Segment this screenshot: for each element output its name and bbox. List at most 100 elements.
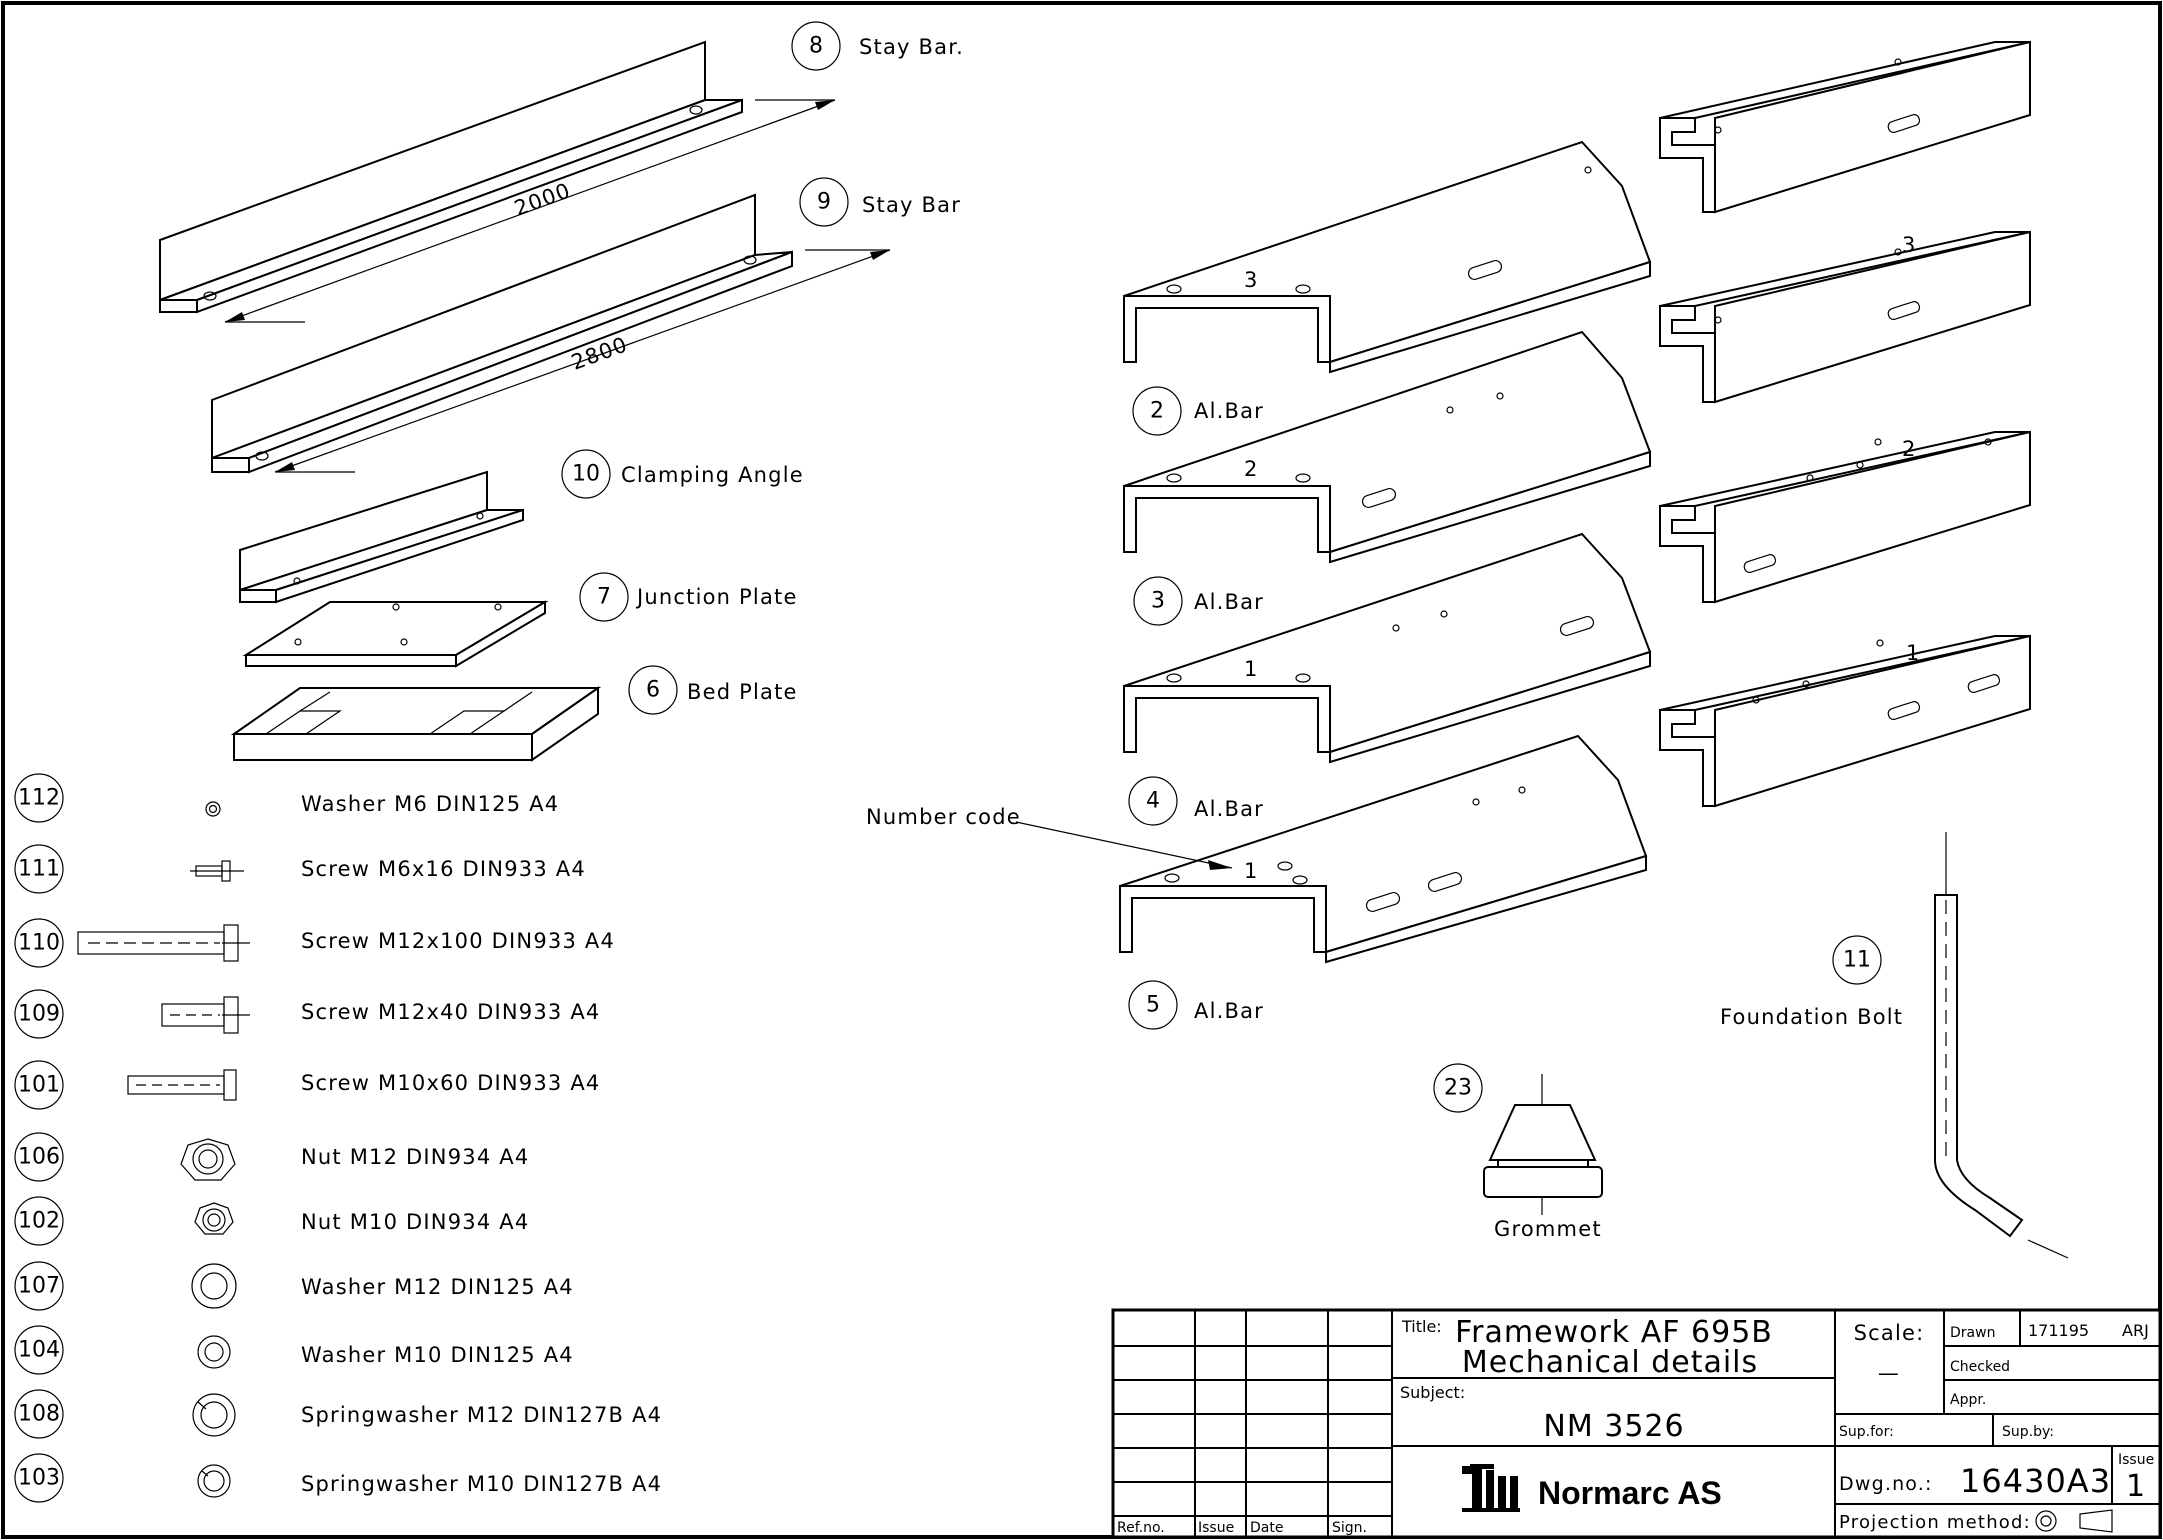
projection-label: Projection method: xyxy=(1839,1512,2031,1533)
junction-plate-label: Junction Plate xyxy=(635,585,798,609)
z-bar-4-drawing xyxy=(1659,634,2031,808)
title-line-2: Mechanical details xyxy=(1462,1345,1758,1380)
sign-col-label: Sign. xyxy=(1332,1520,1367,1536)
balloon-23 xyxy=(1433,1063,1483,1113)
part-label: Screw M6x16 DIN933 A4 xyxy=(301,857,586,881)
dwg-no-value: 16430A3 xyxy=(1960,1462,2111,1500)
springwasher-icon xyxy=(192,1393,236,1437)
scale-value: — xyxy=(1878,1361,1900,1385)
balloon-11 xyxy=(1832,935,1882,985)
sup-by-label: Sup.by: xyxy=(2002,1424,2054,1440)
checked-label: Checked xyxy=(1950,1359,2010,1375)
part-label: Screw M12x40 DIN933 A4 xyxy=(301,1000,600,1024)
drawn-label: Drawn xyxy=(1950,1325,1995,1341)
washer-small-icon xyxy=(205,801,221,817)
stay-bar-8 xyxy=(159,40,836,323)
issue-label: Issue xyxy=(2118,1452,2154,1468)
z-bar-code: 2 xyxy=(1902,437,1917,461)
al-bar-5-code: 1 xyxy=(1244,859,1259,883)
part-label: Screw M12x100 DIN933 A4 xyxy=(301,929,615,953)
part-number: 110 xyxy=(18,931,60,956)
title-label: Title: xyxy=(1401,1317,1442,1336)
part-label: Springwasher M12 DIN127B A4 xyxy=(301,1403,662,1427)
drawn-date: 171195 xyxy=(2028,1321,2089,1340)
subject-value: NM 3526 xyxy=(1543,1409,1684,1444)
al-bar-4-code: 1 xyxy=(1244,657,1259,681)
part-number: 108 xyxy=(18,1402,60,1427)
screw-medium-icon xyxy=(127,1069,237,1101)
washer-icon xyxy=(191,1263,237,1309)
z-bar-1-drawing xyxy=(1659,40,2031,214)
hex-nut-icon xyxy=(194,1202,234,1235)
balloon-9 xyxy=(799,177,849,227)
screw-small-icon xyxy=(190,860,244,882)
balloon-4-number: 4 xyxy=(1146,789,1160,814)
part-label: Nut M12 DIN934 A4 xyxy=(301,1145,529,1169)
part-label: Springwasher M10 DIN127B A4 xyxy=(301,1472,662,1496)
balloon-8 xyxy=(791,21,841,71)
normarc-logo-icon xyxy=(1462,1464,1520,1512)
company-name: Normarc AS xyxy=(1538,1475,1722,1511)
part-label: Nut M10 DIN934 A4 xyxy=(301,1210,529,1234)
ref-no-label: Ref.no. xyxy=(1117,1520,1165,1536)
al-bar-3-drawing xyxy=(1123,330,1652,564)
screw-medium-icon xyxy=(161,996,250,1034)
issue-value: 1 xyxy=(2126,1469,2146,1504)
al-bar-5-drawing xyxy=(1119,734,1648,964)
al-bar-2-label: Al.Bar xyxy=(1194,399,1264,423)
part-label: Washer M6 DIN125 A4 xyxy=(301,792,559,816)
foundation-bolt-drawing xyxy=(1934,832,2069,1259)
junction-plate-drawing xyxy=(242,600,549,668)
stay-bar-9-label: Stay Bar xyxy=(862,193,961,217)
clamping-angle-label: Clamping Angle xyxy=(621,463,804,487)
springwasher-icon xyxy=(197,1464,231,1498)
al-bar-4-label: Al.Bar xyxy=(1194,797,1264,821)
al-bar-2-drawing xyxy=(1123,140,1652,374)
al-bar-3-label: Al.Bar xyxy=(1194,590,1264,614)
sup-for-label: Sup.for: xyxy=(1839,1424,1894,1440)
al-bar-4-drawing xyxy=(1123,532,1652,764)
grommet-label: Grommet xyxy=(1494,1217,1602,1241)
z-bar-2-drawing xyxy=(1659,230,2031,404)
projection-method-icon xyxy=(2035,1509,2113,1533)
part-number: 109 xyxy=(18,1002,60,1027)
part-number: 101 xyxy=(18,1073,60,1098)
part-label: Screw M10x60 DIN933 A4 xyxy=(301,1071,600,1095)
date-col-label: Date xyxy=(1250,1520,1283,1536)
balloon-6-number: 6 xyxy=(646,678,660,703)
part-number: 104 xyxy=(18,1338,60,1363)
clamping-angle-drawing xyxy=(239,470,524,604)
al-bar-3-code: 2 xyxy=(1244,457,1259,481)
al-bar-labels: 2 Al.Bar 3 Al.Bar 4 Al.Bar 5 Al.Bar xyxy=(1128,386,1264,1030)
issue-col-label: Issue xyxy=(1198,1520,1234,1536)
bed-plate-label: Bed Plate xyxy=(687,680,798,704)
subject-label: Subject: xyxy=(1400,1383,1465,1402)
balloon-5-number: 5 xyxy=(1146,993,1160,1018)
z-bar-code: 1 xyxy=(1906,641,1921,665)
number-code-label: Number code xyxy=(866,805,1021,829)
scale-label: Scale: xyxy=(1854,1321,1925,1345)
balloon-10-number: 10 xyxy=(572,462,600,487)
al-bar-2-code: 3 xyxy=(1244,268,1259,292)
stay-bar-8-label: Stay Bar. xyxy=(859,35,964,59)
balloon-10 xyxy=(561,449,611,499)
part-label: Washer M12 DIN125 A4 xyxy=(301,1275,574,1299)
foundation-bolt-label: Foundation Bolt xyxy=(1720,1005,1903,1029)
part-number: 111 xyxy=(18,857,60,882)
drawn-by: ARJ xyxy=(2122,1321,2149,1340)
balloon-7 xyxy=(579,572,629,622)
balloon-8-number: 8 xyxy=(809,34,823,59)
z-bar-3-drawing xyxy=(1659,430,2031,604)
washer-icon xyxy=(197,1335,231,1369)
appr-label: Appr. xyxy=(1950,1392,1986,1408)
balloon-11-number: 11 xyxy=(1843,948,1871,973)
title-block xyxy=(1111,1308,2162,1539)
part-number: 106 xyxy=(18,1145,60,1170)
dwg-no-label: Dwg.no.: xyxy=(1839,1473,1933,1495)
balloon-6 xyxy=(628,665,678,715)
al-bar-5-label: Al.Bar xyxy=(1194,999,1264,1023)
title-line-1: Framework AF 695B xyxy=(1455,1315,1773,1350)
balloon-23-number: 23 xyxy=(1444,1076,1472,1101)
balloon-9-number: 9 xyxy=(817,190,831,215)
stay-bar-9 xyxy=(211,193,891,474)
